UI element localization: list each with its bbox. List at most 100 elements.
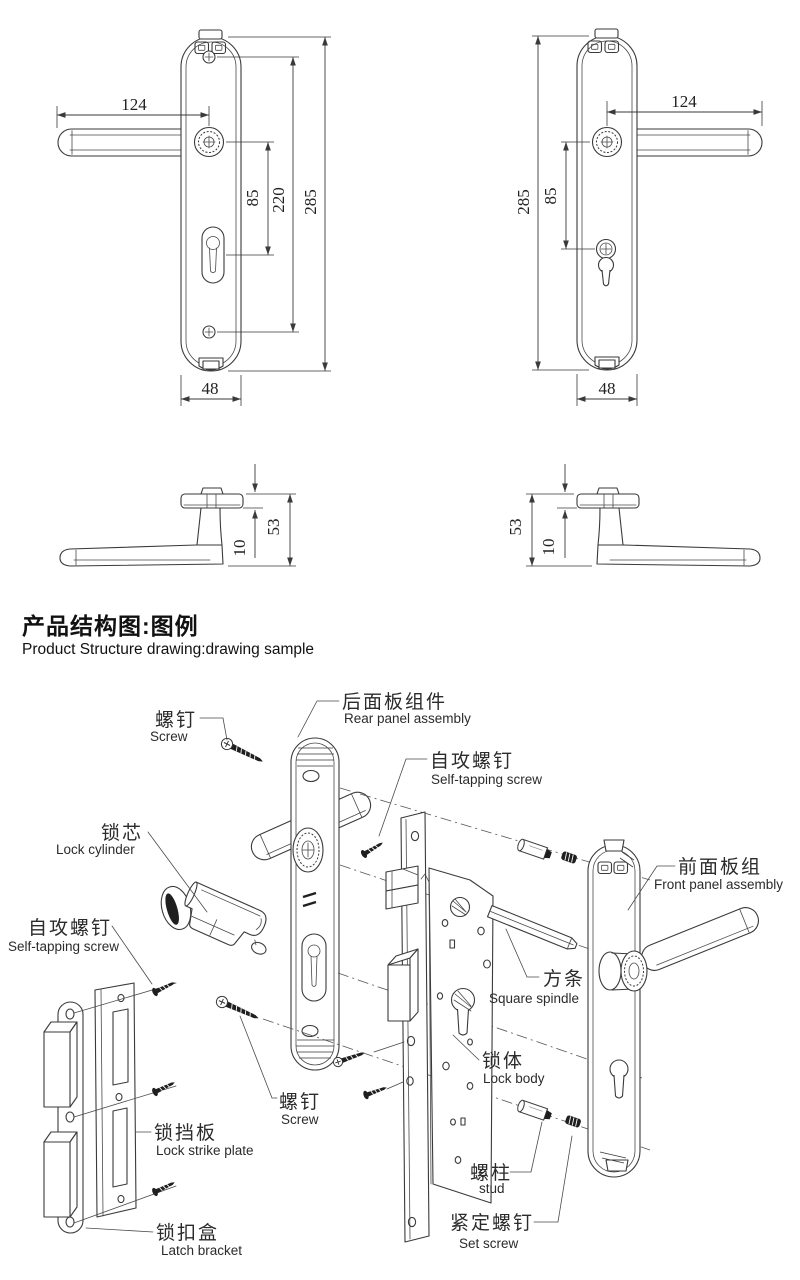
front-view-left-bottom-screw [202, 325, 216, 339]
stud-top-drawing [515, 837, 554, 862]
front-view-left-top-cap [198, 29, 223, 40]
strike-plate-drawing [94, 982, 137, 1218]
dim-left-220: 220 [217, 56, 299, 333]
front-view-right-cylinder-screw [595, 238, 617, 260]
side-left-neck [196, 507, 223, 546]
front-view-right-escutcheon [591, 126, 623, 158]
label-rear-panel-en: Rear panel assembly [344, 711, 471, 726]
dim-sideleft-10: 10 [230, 464, 263, 558]
lock-cylinder-drawing [160, 881, 267, 955]
label-lock-cylinder-en: Lock cylinder [56, 842, 135, 857]
front-view-right-top-cap [594, 28, 619, 39]
dim-value: 85 [243, 190, 262, 207]
label-square-spindle-zh: 方条 [543, 968, 585, 990]
dim-left-85: 85 [226, 141, 274, 256]
front-panel-top-cap [603, 839, 625, 852]
self-tapping-screw-left-3 [150, 1177, 178, 1198]
dim-value: 48 [599, 379, 616, 398]
dim-value: 285 [514, 189, 533, 215]
dim-sideright-53: 53 [506, 493, 592, 567]
label-front-panel-en: Front panel assembly [654, 877, 783, 892]
dim-right-124: 124 [606, 92, 763, 126]
side-left-plate-section [180, 493, 244, 509]
front-view-right-plate [576, 35, 638, 371]
set-screw-bottom-drawing [564, 1114, 583, 1129]
front-panel-keyhole [609, 1059, 629, 1099]
square-spindle-drawing [486, 905, 578, 950]
label-self-tapping-right-zh: 自攻螺钉 [430, 750, 514, 772]
label-latch-bracket-zh: 锁扣盒 [156, 1222, 219, 1244]
self-tapping-screw-left-2 [150, 1077, 178, 1098]
stud-bottom-drawing [515, 1098, 554, 1123]
label-front-panel-zh: 前面板组 [678, 856, 762, 878]
front-view-left: 124 85 220 285 48 [56, 29, 331, 406]
dim-value: 285 [301, 189, 320, 215]
dim-right-285: 285 [514, 35, 589, 371]
front-view-right-lever [607, 128, 763, 157]
label-screw-top-en: Screw [150, 729, 188, 744]
rear-panel-top-post [302, 769, 320, 783]
rear-panel-keyhole [301, 933, 327, 1002]
latch-bracket-drawing [43, 1001, 84, 1234]
label-self-tapping-left-zh: 自攻螺钉 [28, 917, 112, 939]
label-strike-plate-en: Lock strike plate [156, 1143, 254, 1158]
front-view-left-plate [180, 36, 242, 372]
dim-value: 53 [506, 519, 525, 536]
screw-mid-drawing [214, 994, 262, 1024]
page-title-zh: 产品结构图:图例 [22, 613, 199, 639]
dim-value: 124 [121, 95, 147, 114]
self-tapping-screw-left-1 [150, 977, 178, 998]
front-handle-grip [641, 907, 759, 971]
exploded-view: 螺钉 Screw 后面板组件 Rear panel assembly 自攻螺钉 … [8, 691, 783, 1258]
front-panel-drawing [587, 839, 759, 1178]
front-view-left-keyhole [201, 226, 225, 284]
dim-left-48: 48 [180, 375, 242, 406]
part-labels: 螺钉 Screw 后面板组件 Rear panel assembly 自攻螺钉 … [8, 691, 783, 1258]
side-left-lever [59, 544, 224, 567]
page-title-en: Product Structure drawing:drawing sample [22, 641, 314, 658]
front-view-left-bottom-cap-inner [202, 360, 220, 370]
rear-handle-hub [292, 827, 324, 873]
front-view-left-escutcheon [193, 126, 225, 158]
construction-lines-mid [373, 1041, 405, 1090]
rear-panel-marks [302, 891, 317, 908]
side-right-lever [596, 544, 761, 567]
deadbolt-drawing [387, 948, 419, 1022]
label-lock-body-zh: 锁体 [482, 1050, 524, 1072]
label-latch-bracket-en: Latch bracket [161, 1243, 242, 1258]
self-tapping-screw-right-drawing [359, 838, 386, 860]
lock-body-drawing [428, 867, 494, 1204]
dim-sideleft-53: 53 [228, 493, 296, 567]
side-view-left: 10 53 [59, 464, 296, 567]
front-view-right-bottom-cap-inner [598, 359, 616, 369]
dim-left-124: 124 [56, 95, 210, 128]
side-right-cap [596, 487, 620, 495]
front-view-right-keyhole [597, 256, 615, 287]
dim-value: 85 [541, 188, 560, 205]
side-left-cap [200, 487, 224, 495]
title-block: 产品结构图:图例 Product Structure drawing:drawi… [22, 613, 314, 658]
label-set-screw-en: Set screw [459, 1236, 519, 1251]
label-screw-top-zh: 螺钉 [155, 709, 197, 731]
label-set-screw-zh: 紧定螺钉 [450, 1212, 534, 1234]
dim-value: 48 [202, 379, 219, 398]
front-view-left-top-screw [202, 50, 216, 64]
dim-value: 10 [539, 539, 558, 556]
label-screw-mid-en: Screw [281, 1112, 319, 1127]
screw-small-drawing [361, 1082, 389, 1101]
dim-value: 220 [269, 187, 288, 213]
side-view-right: 53 10 [506, 464, 761, 567]
lock-faceplate-drawing [400, 811, 430, 1243]
spindle-follower-hub [449, 896, 471, 918]
side-right-neck [597, 507, 624, 546]
rear-panel-drawing [290, 737, 340, 1071]
label-self-tapping-left-en: Self-tapping screw [8, 939, 119, 954]
front-handle-hub [598, 950, 648, 992]
dim-value: 53 [264, 519, 283, 536]
dim-value: 10 [230, 540, 249, 557]
dim-sideright-10: 10 [539, 464, 577, 558]
set-screw-top-drawing [560, 850, 579, 865]
label-screw-mid-zh: 螺钉 [279, 1091, 321, 1113]
